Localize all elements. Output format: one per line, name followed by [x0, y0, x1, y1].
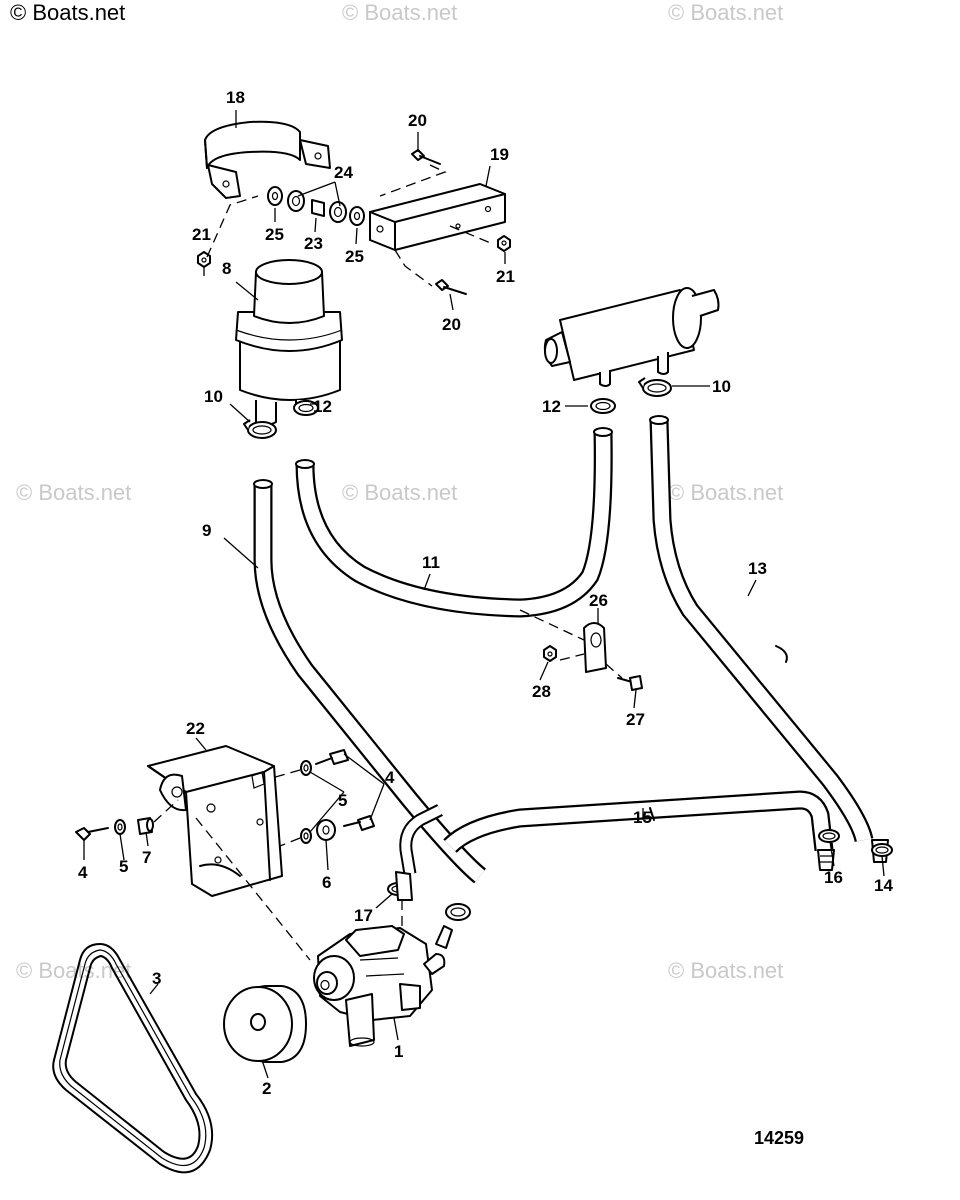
- callout-13[interactable]: 13: [748, 559, 767, 578]
- watermark: © Boats.net: [342, 0, 457, 25]
- callout-labels: 18 20 19 24 21 25 23 25 21 8 20 10 12 12…: [78, 88, 893, 1098]
- part-22-pump-bracket: [147, 745, 283, 897]
- part-26-clip: [519, 609, 643, 691]
- callout-28[interactable]: 28: [532, 682, 551, 701]
- diagram-number: 14259: [754, 1128, 804, 1148]
- callout-20[interactable]: 20: [442, 315, 461, 334]
- bracket-hardware: [75, 749, 375, 961]
- watermark: © Boats.net: [668, 480, 783, 505]
- callout-16[interactable]: 16: [824, 868, 843, 887]
- watermark: © Boats.net: [16, 958, 131, 983]
- callout-9[interactable]: 9: [202, 521, 211, 540]
- callout-10[interactable]: 10: [712, 377, 731, 396]
- callout-21[interactable]: 21: [496, 267, 515, 286]
- hose-clamps: [243, 377, 672, 921]
- part-2-pulley: [223, 985, 307, 1063]
- callout-4[interactable]: 4: [78, 863, 88, 882]
- callout-1[interactable]: 1: [394, 1042, 403, 1061]
- callout-22[interactable]: 22: [186, 719, 205, 738]
- leader-lines: [83, 110, 885, 1079]
- callout-20[interactable]: 20: [408, 111, 427, 130]
- hoses: [253, 415, 889, 884]
- o-rings: [387, 829, 893, 896]
- callout-7[interactable]: 7: [142, 848, 151, 867]
- callout-11[interactable]: 11: [422, 553, 440, 572]
- copyright-notice: © Boats.net: [10, 0, 126, 25]
- callout-19[interactable]: 19: [490, 145, 509, 164]
- callout-15[interactable]: 15: [633, 808, 652, 827]
- callout-5[interactable]: 5: [119, 857, 128, 876]
- watermark: © Boats.net: [668, 958, 783, 983]
- oil-cooler: [543, 287, 720, 387]
- watermark: © Boats.net: [342, 480, 457, 505]
- part-3-drive-belt: [52, 943, 214, 1174]
- callout-3[interactable]: 3: [152, 969, 161, 988]
- callout-2[interactable]: 2: [262, 1079, 271, 1098]
- callout-24[interactable]: 24: [334, 163, 353, 182]
- callout-4[interactable]: 4: [385, 768, 395, 787]
- part-19-bracket: [369, 164, 506, 287]
- callout-12[interactable]: 12: [313, 397, 332, 416]
- fastener-hardware: [197, 149, 511, 295]
- callout-8[interactable]: 8: [222, 259, 231, 278]
- watermarks: © Boats.net © Boats.net © Boats.net © Bo…: [16, 0, 783, 983]
- callout-25[interactable]: 25: [265, 225, 284, 244]
- part-18-strap: [204, 120, 331, 199]
- callout-25[interactable]: 25: [345, 247, 364, 266]
- callout-18[interactable]: 18: [226, 88, 245, 107]
- callout-17[interactable]: 17: [354, 906, 373, 925]
- callout-14[interactable]: 14: [874, 876, 893, 895]
- part-8-reservoir: [235, 259, 343, 426]
- callout-23[interactable]: 23: [304, 234, 323, 253]
- callout-26[interactable]: 26: [589, 591, 608, 610]
- callout-5[interactable]: 5: [338, 791, 347, 810]
- callout-21[interactable]: 21: [192, 225, 211, 244]
- callout-12[interactable]: 12: [542, 397, 561, 416]
- watermark: © Boats.net: [16, 480, 131, 505]
- watermark: © Boats.net: [668, 0, 783, 25]
- callout-6[interactable]: 6: [322, 873, 331, 892]
- part-1-pump: [313, 871, 453, 1047]
- callout-27[interactable]: 27: [626, 710, 645, 729]
- callout-10[interactable]: 10: [204, 387, 223, 406]
